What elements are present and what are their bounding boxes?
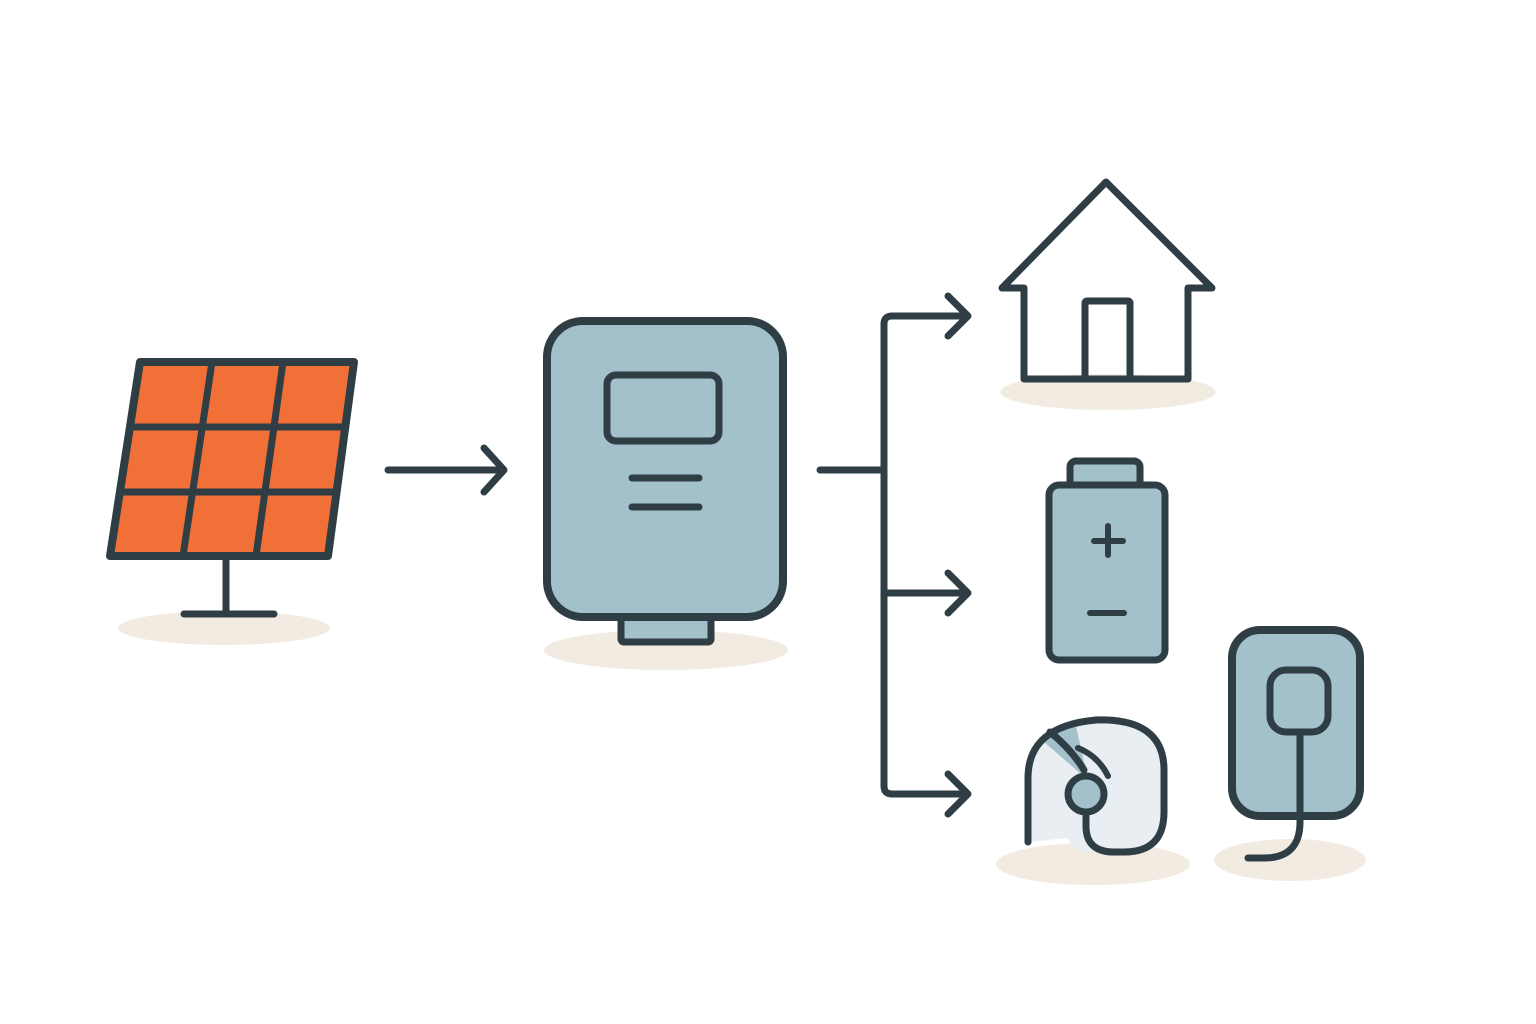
- battery-plus: [1091, 523, 1126, 558]
- house-shadow: [1000, 374, 1216, 410]
- house-icon: [998, 178, 1216, 410]
- ev-charger-socket: [1266, 666, 1332, 736]
- house-outline: [998, 178, 1216, 383]
- battery-icon: [1045, 457, 1169, 664]
- inverter-body: [543, 317, 787, 621]
- ev-charger-shadow: [1214, 839, 1366, 881]
- arrow-to-meter: [944, 770, 972, 818]
- solar-panel-shadow: [118, 611, 330, 645]
- arrow-to-battery: [944, 569, 972, 617]
- meter-shadow: [996, 843, 1190, 885]
- inverter-shadow: [544, 630, 788, 670]
- battery-body: [1045, 481, 1169, 664]
- meter-dial-arc: [1046, 728, 1088, 774]
- meter-hub: [1064, 772, 1108, 816]
- arrow-panel-to-inverter: [384, 444, 508, 496]
- arrow-to-house: [944, 292, 972, 340]
- meter-icon: [996, 716, 1190, 885]
- house-door: [1081, 297, 1134, 383]
- solar-panel-grid: [118, 358, 349, 560]
- inverter-icon: [543, 317, 788, 670]
- meter-dial-arc-2: [1075, 745, 1111, 779]
- ev-charger-icon: [1214, 626, 1366, 881]
- solar-panel-frame: [106, 358, 358, 560]
- branch-connector: [816, 312, 964, 798]
- inverter-display: [603, 371, 723, 445]
- solar-panel-icon: [106, 358, 358, 645]
- ev-charger-cable: [1244, 728, 1304, 862]
